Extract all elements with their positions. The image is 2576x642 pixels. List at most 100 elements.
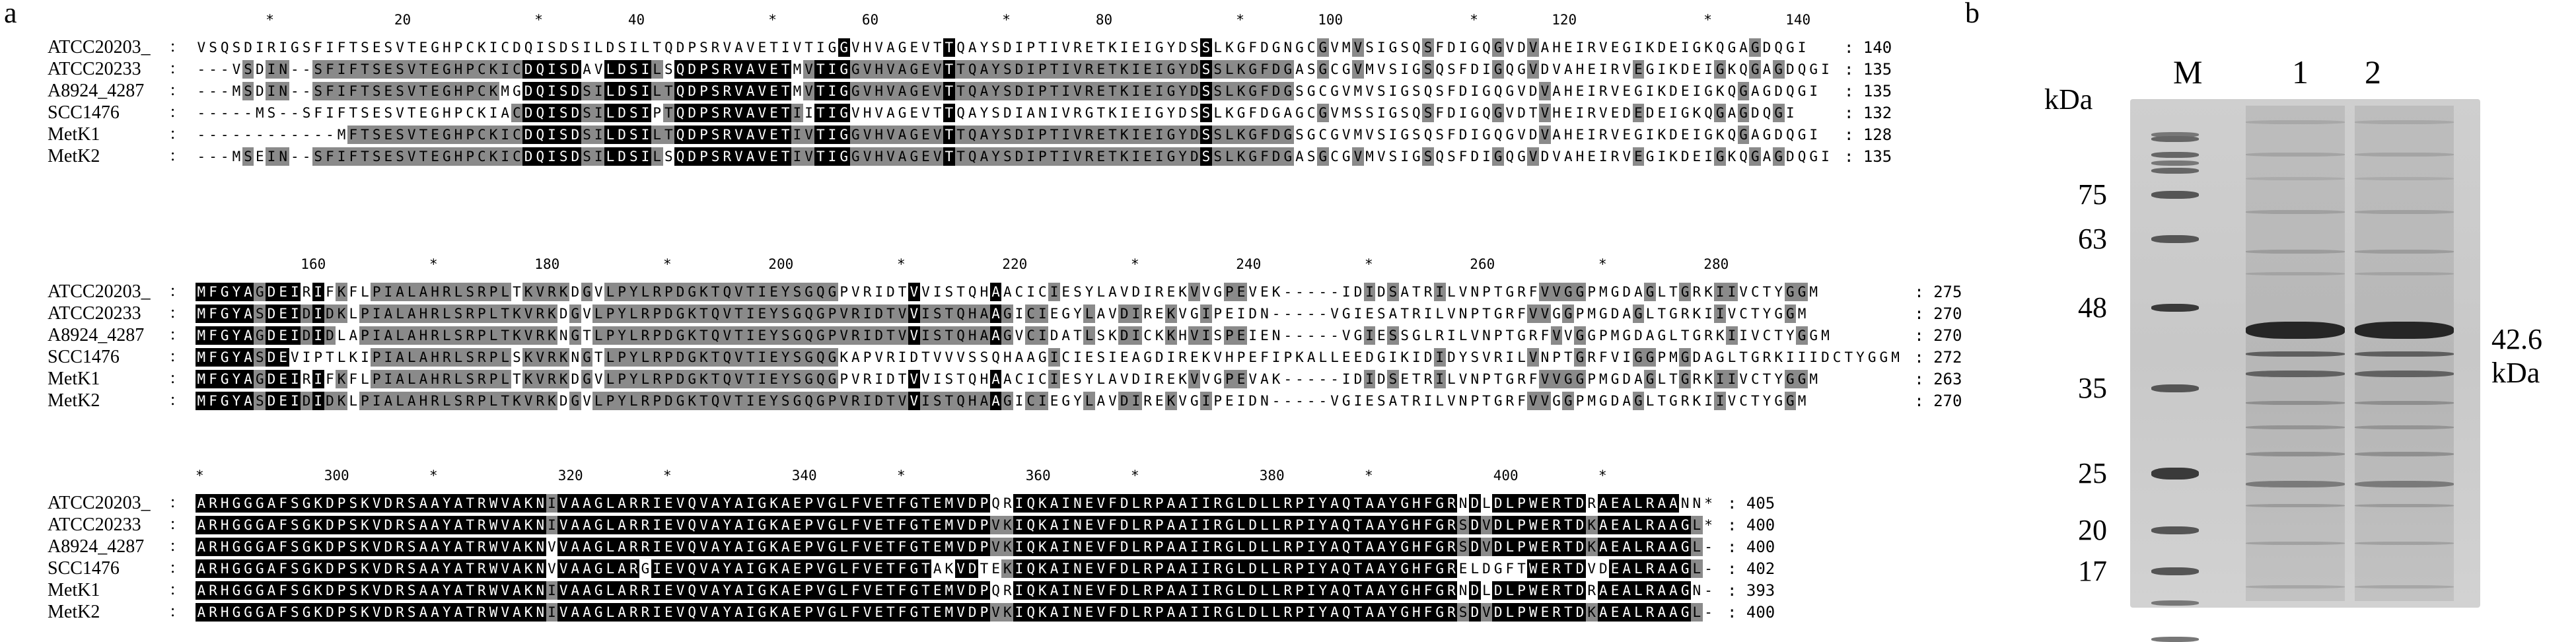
row-colon: : [170,58,176,77]
ruler-tick: 20 [394,12,411,28]
marker-size-label: 75 [2078,178,2107,211]
sample-band [2246,120,2345,124]
sample-band [2246,249,2345,254]
residue-count: : 400 [1727,538,1775,556]
sample-band [2246,541,2345,545]
residue-count: : 272 [1914,348,1962,367]
sequence-name: MetK1 [48,124,100,145]
sequence-name: A8924_4287 [48,81,145,101]
sample-band [2246,425,2345,429]
residue-count-value: 270 [1933,304,1962,323]
sample-band [2246,585,2345,588]
sample-band [2246,210,2345,215]
residue-count-value: 275 [1933,283,1962,301]
ruler-tick: * [897,468,906,483]
ruler-tick: 80 [1095,12,1113,28]
sequence-name: MetK1 [48,580,100,600]
sample-band [2355,401,2454,406]
marker-band [2151,384,2199,392]
panel-label-a: a [4,0,17,29]
sequence-name: MetK1 [48,369,100,389]
marker-band [2151,526,2199,534]
sequence-name: ATCC20203_ [48,37,151,57]
ruler-tick: 40 [627,12,645,28]
row-colon: : [170,36,176,55]
residue-count: : 263 [1914,370,1962,388]
row-colon: : [170,601,176,620]
sample-band [2246,271,2345,275]
sample-band [2355,351,2454,357]
row-colon: : [170,324,176,343]
marker-band [2151,151,2199,158]
marker-band [2151,637,2199,642]
marker-lane [2151,106,2199,642]
ruler-tick: 280 [1703,256,1729,272]
sample-band [2246,321,2345,339]
ruler-tick: * [266,12,274,28]
ruler-tick: * [663,468,672,483]
row-colon: : [170,492,176,511]
sample-band [2246,371,2345,378]
residue-count-value: 393 [1746,581,1775,600]
marker-band [2151,167,2199,174]
row-colon: : [170,80,176,99]
lane-label: M [2173,54,2203,90]
residue-count: : 135 [1844,82,1892,100]
residue-count: : 400 [1727,603,1775,622]
sample-band [2355,371,2454,378]
residue-count-value: 135 [1863,60,1892,79]
residue-count-value: 263 [1933,370,1962,388]
ruler-tick: 360 [1025,468,1051,483]
ruler-tick: * [1131,468,1139,483]
residue-count-value: 270 [1933,326,1962,345]
sample-band [2246,451,2345,456]
row-colon: : [170,303,176,322]
row-colon: : [170,536,176,555]
row-colon: : [170,514,176,533]
row-colon: : [170,281,176,300]
residue-count: : 135 [1844,60,1892,79]
sample-band [2355,120,2454,124]
sample-band [2355,480,2454,487]
sample-band [2246,176,2345,180]
ruler-tick: 400 [1493,468,1519,483]
sequence-name: ATCC20203_ [48,493,151,513]
residue-count-value: 132 [1863,104,1892,122]
marker-size-label: 48 [2078,291,2107,324]
residue-count-value: 272 [1933,348,1962,367]
ruler-tick: * [534,12,543,28]
sequence-name: A8924_4287 [48,536,145,557]
ruler-tick: * [663,256,672,272]
sample-band [2355,541,2454,545]
marker-size-label: 17 [2078,555,2107,587]
residue-count: : 270 [1914,392,1962,410]
sequence-name: SCC1476 [48,347,120,367]
sample-lane-2 [2355,106,2454,601]
ruler-tick: * [768,12,777,28]
ruler-tick: 380 [1259,468,1285,483]
row-colon: : [170,124,176,143]
ruler-tick: 240 [1236,256,1262,272]
lane-label: 1 [2292,54,2308,90]
ruler-tick: 340 [791,468,817,483]
ruler-tick: * [1470,12,1478,28]
row-colon: : [170,346,176,365]
lane-label: 2 [2365,54,2381,90]
ruler-tick: * [1236,12,1244,28]
sample-band [2355,249,2454,254]
row-colon: : [170,390,176,409]
marker-band [2151,132,2199,138]
ruler-tick: 160 [301,256,326,272]
marker-band [2151,567,2199,575]
